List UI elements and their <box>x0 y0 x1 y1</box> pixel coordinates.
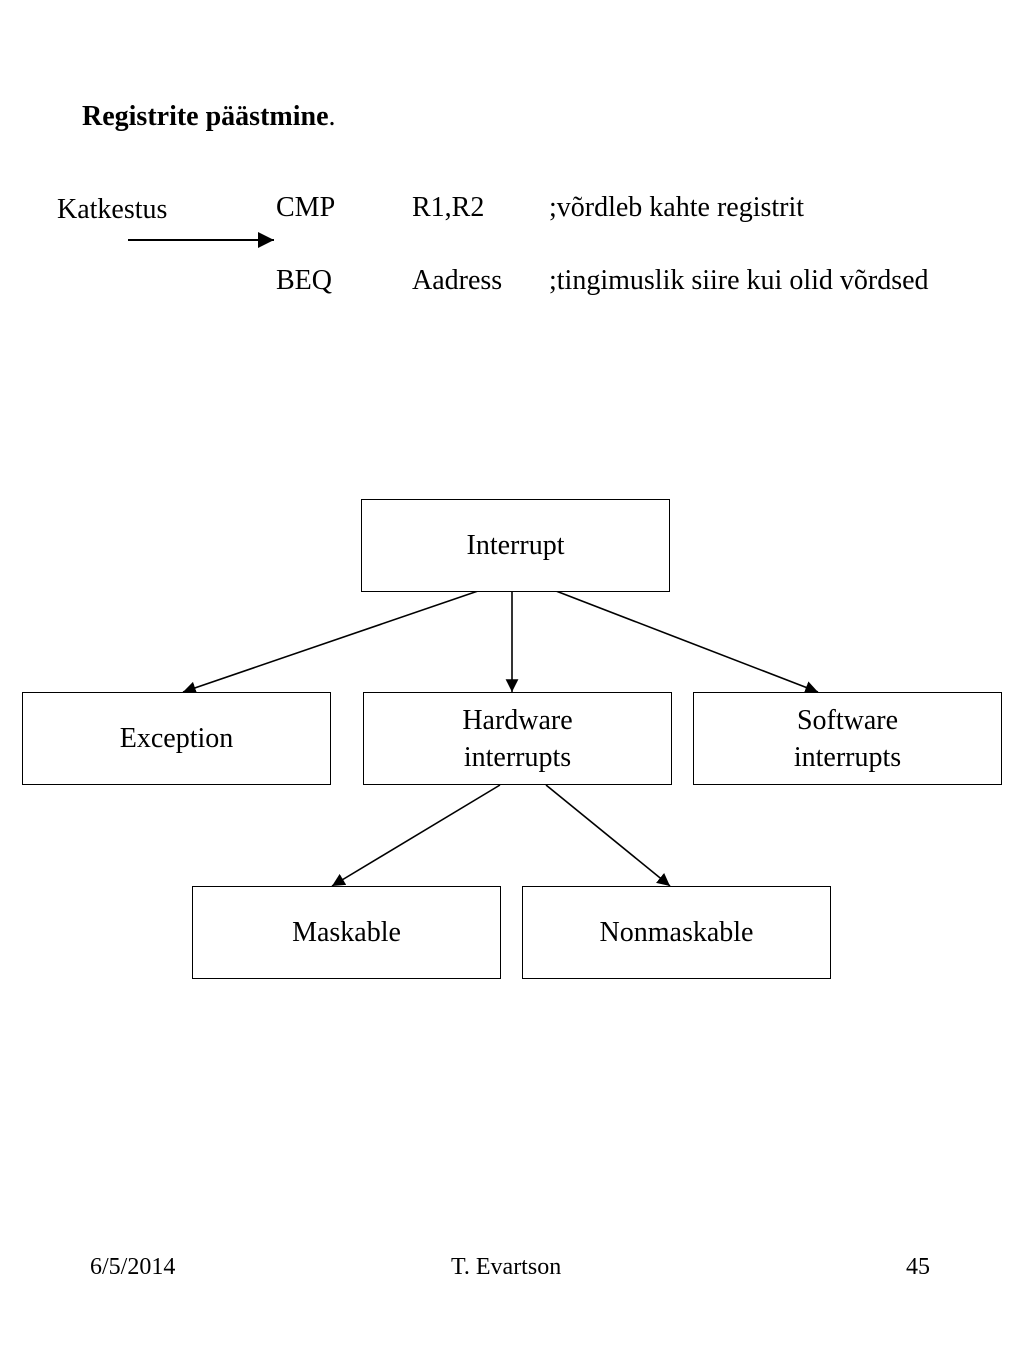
node-maskable-label: Maskable <box>292 917 401 948</box>
node-nonmaskable-label: Nonmaskable <box>599 917 754 948</box>
code-arg-aadress: Aadress <box>412 265 503 296</box>
node-hardware-label-line2: interrupts <box>463 741 572 773</box>
edge-interrupt-exception <box>182 590 479 694</box>
katkestus-label: Katkestus <box>57 194 168 225</box>
code-comment-1: ;võrdleb kahte registrit <box>549 192 805 223</box>
title-period: . <box>328 101 336 132</box>
node-maskable: Maskable <box>192 886 501 979</box>
node-exception: Exception <box>22 692 331 785</box>
node-software-label-line2: interrupts <box>793 741 902 773</box>
node-exception-label: Exception <box>119 723 234 754</box>
node-software-interrupts: Software interrupts <box>693 692 1002 785</box>
footer-page-number: 45 <box>906 1254 930 1280</box>
edge-hardware-maskable <box>331 784 501 887</box>
code-op-cmp: CMP <box>276 192 336 223</box>
edge-hardware-nonmaskable <box>545 784 671 887</box>
slide-title: Registrite päästmine. <box>82 101 336 133</box>
code-arg-r1r2: R1,R2 <box>412 192 485 223</box>
edge-interrupt-software <box>555 590 819 694</box>
node-interrupt-label: Interrupt <box>466 530 565 561</box>
node-software-label-line1: Software <box>796 704 899 736</box>
node-hardware-label-line1: Hardware <box>462 704 573 736</box>
code-comment-2: ;tingimuslik siire kui olid võrdsed <box>549 265 929 296</box>
node-interrupt: Interrupt <box>361 499 670 592</box>
footer-date: 6/5/2014 <box>90 1254 176 1280</box>
title-text: Registrite päästmine <box>82 101 329 132</box>
code-op-beq: BEQ <box>276 265 332 296</box>
node-hardware-interrupts: Hardware interrupts <box>363 692 672 785</box>
footer-author: T. Evartson <box>451 1254 562 1280</box>
node-nonmaskable: Nonmaskable <box>522 886 831 979</box>
